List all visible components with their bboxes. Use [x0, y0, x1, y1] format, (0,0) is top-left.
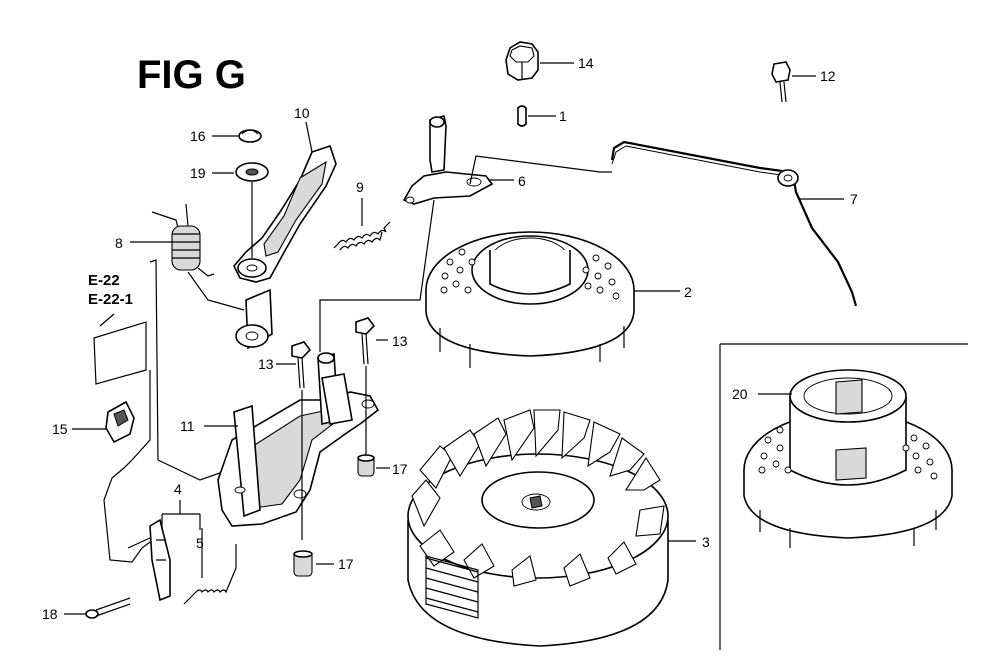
part-7-governor-rod — [610, 140, 858, 307]
part-13-bolt-left — [291, 341, 312, 389]
part-2-fan-cup — [425, 231, 635, 368]
callout-20: 20 — [732, 386, 748, 402]
fan-cup-vent-holes — [440, 248, 620, 300]
part-16-clip — [238, 129, 262, 143]
callout-1: 1 — [559, 108, 567, 124]
part-1-woodruff-key — [517, 105, 527, 127]
part-12-bolt — [771, 61, 791, 103]
part-4-stop-switch — [127, 518, 171, 602]
part-5-switch-spring — [183, 544, 237, 605]
flywheel-grille — [425, 555, 479, 619]
callout-11: 11 — [180, 418, 195, 434]
callout-7: 7 — [850, 191, 858, 207]
flywheel-fins — [411, 409, 665, 587]
part-17-collar-upper — [357, 454, 375, 477]
inset-box — [719, 343, 968, 650]
callout-18: 18 — [42, 606, 58, 622]
part-8-brake-spring — [151, 203, 215, 277]
part-15-wire-clip — [105, 400, 135, 444]
callout-19: 19 — [190, 165, 206, 181]
callout-5: 5 — [196, 535, 204, 551]
callout-14: 14 — [578, 55, 594, 71]
callout-2: 2 — [684, 284, 692, 300]
callout-10: 10 — [294, 105, 310, 121]
part-20-fan-cup-alt — [743, 369, 953, 548]
ref-arrow — [99, 313, 115, 327]
callout-3: 3 — [702, 534, 710, 550]
part-6-governor-arm — [402, 114, 494, 205]
callout-13b: 13 — [392, 333, 408, 349]
part-19-washer — [235, 162, 269, 182]
callout-16: 16 — [190, 128, 206, 144]
callout-15: 15 — [52, 421, 68, 437]
part-3-flywheel — [407, 409, 669, 647]
part-11-brake-plate — [217, 352, 380, 527]
part-10-brake-arm — [233, 144, 337, 350]
part-18-screw — [85, 597, 131, 619]
callout-4: 4 — [174, 481, 182, 497]
callout-13a: 13 — [258, 356, 274, 372]
callout-8: 8 — [115, 235, 123, 251]
ref-e-22: E-22 — [88, 272, 120, 289]
part-13-bolt-right — [355, 317, 376, 365]
callout-9: 9 — [356, 179, 364, 195]
ref-e-22-1: E-22-1 — [88, 291, 133, 308]
callout-6: 6 — [518, 173, 526, 189]
part-14-flywheel-nut — [505, 41, 539, 81]
fan-cup-alt-vent-holes — [758, 426, 938, 480]
callout-17b: 17 — [338, 556, 354, 572]
figure-title: FIG G — [137, 53, 246, 97]
part-9-governor-spring — [333, 221, 391, 251]
part-17-collar-lower — [293, 550, 313, 577]
callout-17a: 17 — [392, 461, 408, 477]
callout-12: 12 — [820, 68, 836, 84]
